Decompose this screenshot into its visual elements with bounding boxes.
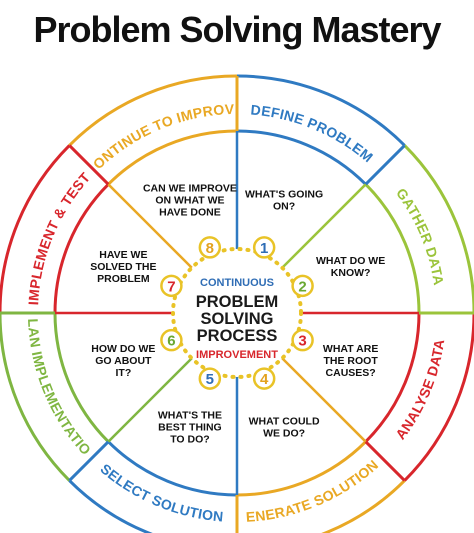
step-number-circle-4: [252, 367, 276, 390]
step-number-1: 1: [260, 240, 268, 257]
step-number-7: 7: [167, 278, 175, 295]
inner-ring-arc-4: [236, 440, 367, 497]
outer-ring-arc-8: [68, 74, 238, 147]
step-number-2: 2: [298, 278, 306, 295]
center-title-line-1: PROBLEM: [196, 293, 279, 311]
center-top-label: CONTINUOUS: [200, 277, 274, 289]
step-number-8: 8: [206, 240, 214, 257]
step-number-circle-7: [160, 274, 183, 298]
outer-ring-arc-4: [321, 479, 406, 533]
page-title: Problem Solving Mastery: [33, 9, 441, 50]
outer-ring-arc-1: [236, 74, 406, 147]
segment-band-8: [69, 76, 237, 185]
inner-ring-arc-8: [107, 129, 238, 186]
segment-band-2: [365, 145, 474, 313]
spoke-8: [107, 183, 195, 271]
inner-ring-arc-3: [364, 312, 421, 443]
segment-band-5: [69, 441, 237, 533]
step-number-circle-3: [291, 328, 314, 352]
step-number-circle-2: [291, 274, 314, 298]
inner-ring-arc-2: [364, 183, 421, 314]
spoke-2: [279, 183, 367, 271]
band-divider-2: [364, 144, 406, 186]
step-number-3: 3: [298, 333, 306, 350]
outer-ring-arc-7: [0, 144, 71, 313]
segment-band-7: [0, 145, 109, 313]
band-divider-4: [364, 440, 406, 482]
segment-band-4: [237, 441, 405, 533]
step-number-4: 4: [260, 371, 269, 388]
center-bottom-label: IMPROVEMENT: [196, 349, 278, 361]
segment-band-6: [0, 313, 109, 481]
center-title-line-3: PROCESS: [197, 327, 278, 345]
segment-band-1: [237, 76, 405, 185]
outer-ring-arc-6: [0, 313, 71, 482]
spoke-6: [107, 355, 195, 443]
step-number-circle-6: [160, 328, 183, 352]
step-number-circle-5: [198, 367, 222, 390]
band-divider-6: [68, 440, 110, 482]
step-number-5: 5: [206, 371, 214, 388]
center-circle: [177, 253, 297, 373]
step-number-circle-8: [198, 236, 222, 259]
step-number-6: 6: [167, 333, 175, 350]
segment-band-3: [365, 313, 474, 481]
band-divider-8: [68, 144, 110, 186]
outer-ring-arc-5: [68, 479, 153, 533]
inner-ring-arc-5: [107, 440, 238, 497]
step-number-circle-1: [252, 236, 276, 259]
spoke-4: [279, 355, 367, 443]
outer-ring-arc-3: [403, 313, 474, 482]
center-title-line-2: SOLVING: [200, 310, 273, 328]
inner-ring-arc-7: [53, 183, 110, 314]
inner-ring-arc-1: [236, 129, 367, 186]
inner-ring-arc-6: [53, 312, 110, 443]
outer-ring-arc-2: [403, 144, 474, 313]
